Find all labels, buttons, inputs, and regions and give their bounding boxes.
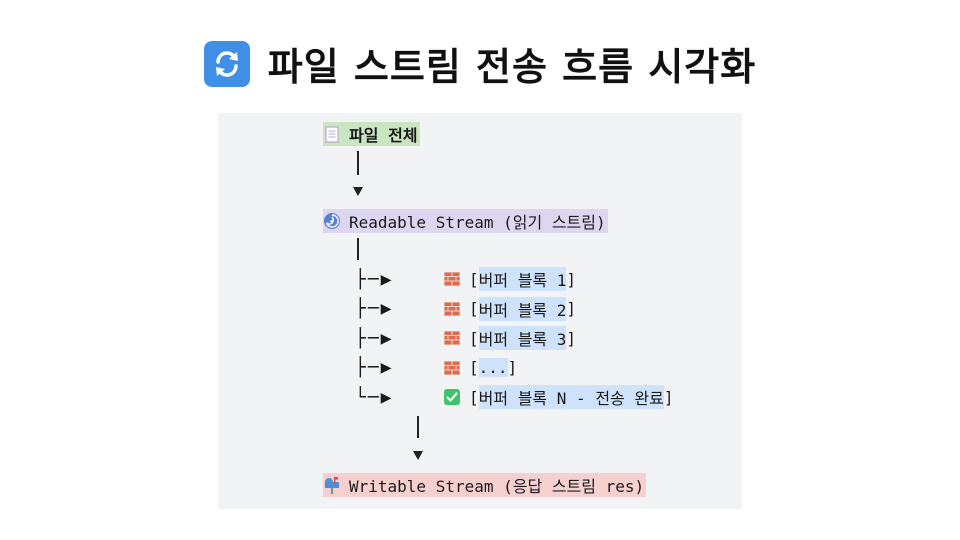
bracket-close: ]	[566, 299, 577, 318]
check-box-icon	[443, 388, 461, 406]
connector-line	[357, 151, 359, 175]
mailbox-icon	[323, 476, 341, 494]
tree-branch: └─▶	[355, 386, 394, 408]
writable-stream-node: Writable Stream (응답 스트림 res)	[323, 473, 647, 497]
bracket-open: [	[469, 269, 479, 289]
brick-icon	[443, 270, 461, 288]
chunk-row: └─▶ [버퍼 블록 N - 전송 완료]	[355, 385, 674, 409]
brick-icon	[443, 359, 461, 377]
chunk-row: ├─▶ [버퍼 블록 3]	[355, 326, 577, 350]
chunk-row: ├─▶ [버퍼 블록 1]	[355, 267, 577, 291]
bracket-close: ]	[566, 269, 577, 289]
file-node: 파일 전체	[323, 122, 420, 146]
title-text: 파일 스트림 전송 흐름 시각화	[267, 45, 757, 89]
file-label: 파일 전체	[349, 126, 418, 145]
bracket-open: [	[469, 387, 479, 407]
bracket-close: ]	[663, 387, 674, 407]
chunk-row: ├─▶ [...]	[355, 357, 517, 379]
down-arrow	[413, 451, 423, 460]
refresh-arrows-icon	[203, 40, 250, 87]
chunk-label: ...	[478, 358, 508, 377]
stream-diagram-panel: 파일 전체 Readable Stream (읽기 스트림) ├─▶[버퍼 블록…	[218, 113, 742, 509]
down-arrow	[353, 187, 363, 196]
bracket-open: [	[469, 299, 479, 318]
tree-branch: ├─▶	[355, 357, 394, 378]
tree-branch: ├─▶	[355, 327, 394, 349]
cyclone-icon	[323, 212, 341, 230]
chunk-label: 버퍼 블록 3	[478, 326, 567, 350]
connector-line	[417, 416, 419, 438]
chunk-label: 버퍼 블록 N - 전송 완료	[478, 385, 664, 409]
chunk-row: ├─▶ [버퍼 블록 2]	[355, 296, 577, 321]
readable-stream-node: Readable Stream (읽기 스트림)	[323, 209, 608, 233]
bracket-close: ]	[566, 328, 577, 348]
writable-label: Writable Stream (응답 스트림 res)	[349, 477, 645, 496]
bracket-close: ]	[507, 358, 518, 377]
readable-label: Readable Stream (읽기 스트림)	[349, 213, 606, 232]
brick-icon	[443, 329, 461, 347]
tree-branch: ├─▶	[355, 298, 394, 319]
page-title: 파일 스트림 전송 흐름 시각화	[0, 36, 960, 91]
tree-branch: ├─▶	[355, 268, 394, 290]
chunk-label: 버퍼 블록 2	[478, 296, 567, 321]
document-icon	[323, 125, 341, 143]
bracket-open: [	[469, 328, 479, 348]
brick-icon	[443, 300, 461, 318]
trunk-line	[357, 238, 359, 260]
bracket-open: [	[469, 358, 479, 377]
chunk-label: 버퍼 블록 1	[478, 267, 567, 291]
